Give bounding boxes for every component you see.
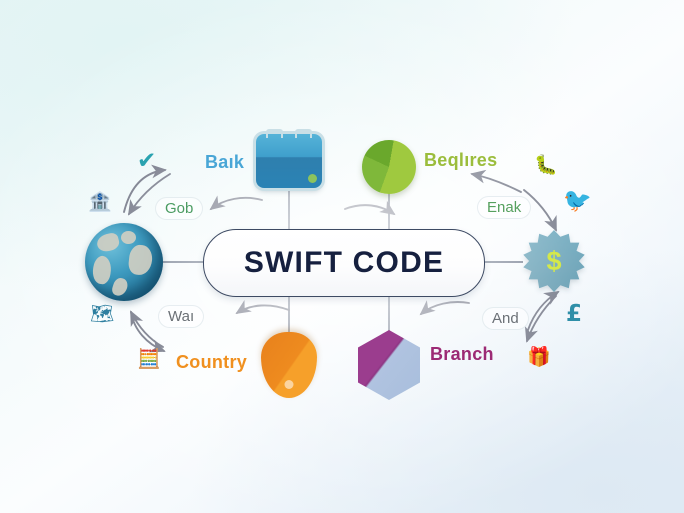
dollar-sign-glyph: $ <box>546 245 562 276</box>
node-label-bank: Baık <box>205 152 245 172</box>
node-label-branch: Branch <box>430 344 494 364</box>
bank-icon: 🏦 <box>88 191 112 213</box>
map-icon: 🗺 <box>90 303 115 325</box>
check-icon: ✔ <box>137 148 157 174</box>
annotation-global: Gob <box>155 197 204 220</box>
node-label-requires: Beqlıres <box>424 150 498 170</box>
briefcase-icon[interactable] <box>256 129 322 188</box>
calculator-icon: 🧮 <box>137 348 161 370</box>
bird-icon: 🐦 <box>563 188 592 214</box>
leaf-icon: 🐛 <box>534 154 558 176</box>
annotation-enable: Enak <box>477 196 532 219</box>
node-label-country: Country <box>176 352 248 372</box>
pound-icon: £ <box>566 301 583 327</box>
center-node[interactable]: SWIFT CODE <box>203 229 485 297</box>
globe-icon[interactable] <box>85 223 163 301</box>
annotation-world: Waı <box>158 305 205 328</box>
green-pie-circle-icon[interactable] <box>362 140 416 194</box>
center-node-label: SWIFT CODE <box>243 246 445 279</box>
annotation-and: And <box>482 307 529 330</box>
dollar-burst-icon[interactable]: $ <box>523 230 585 292</box>
gift-icon: 🎁 <box>527 346 551 368</box>
